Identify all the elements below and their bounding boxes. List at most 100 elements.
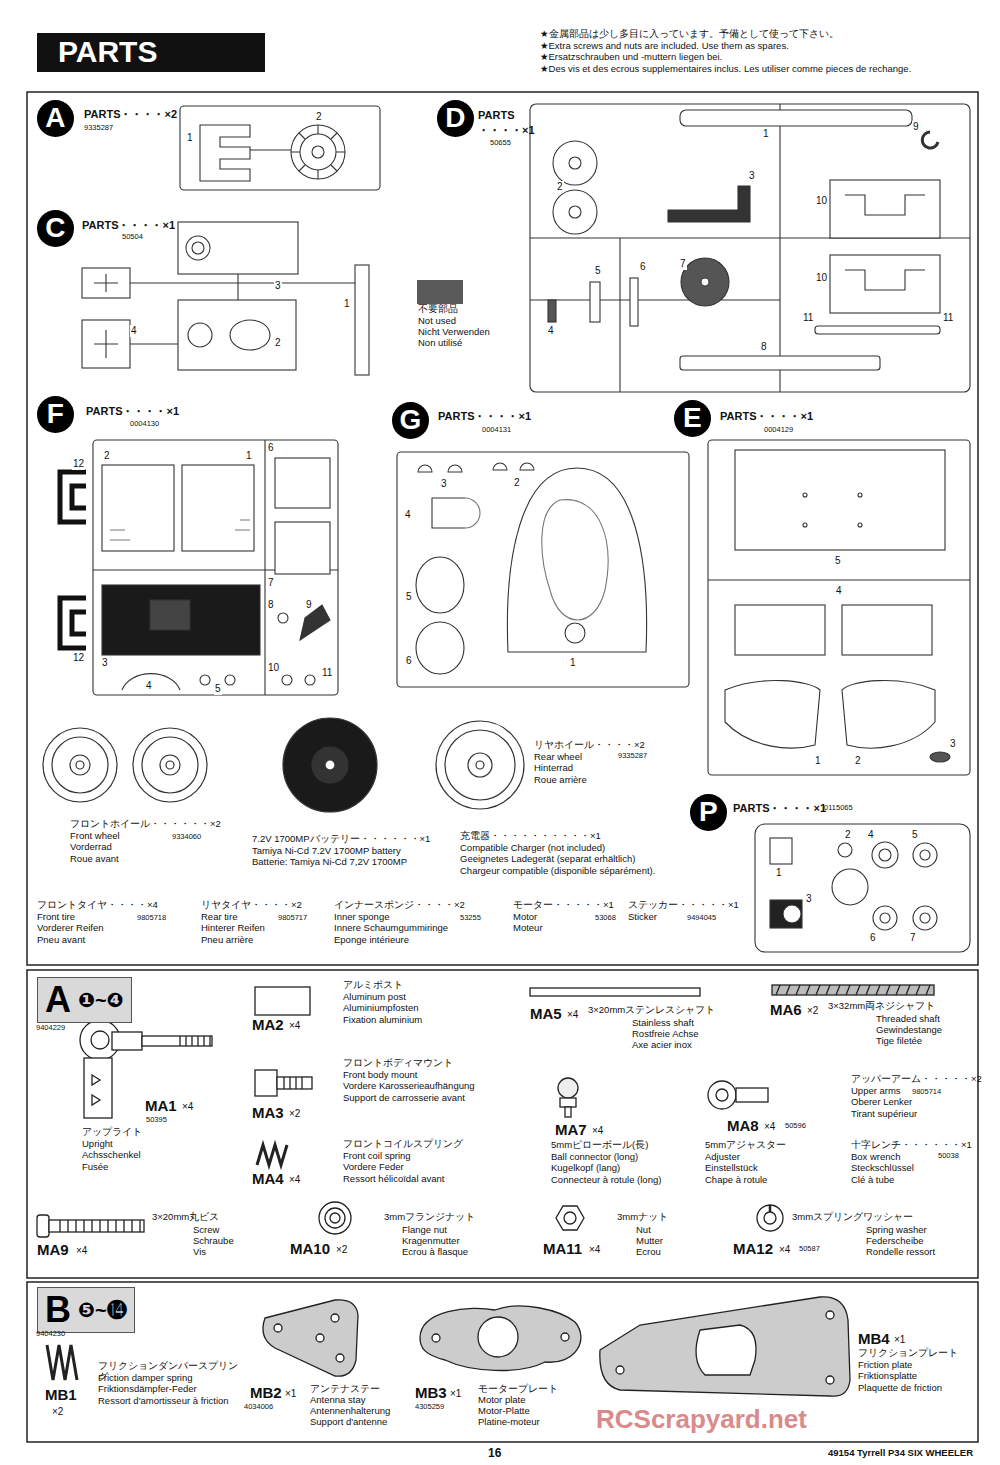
callout-number: 4 [867, 829, 875, 841]
sprue-d [530, 104, 970, 392]
sprue-f [60, 440, 338, 695]
part-name: Upper arms [851, 1086, 901, 1097]
callout-number: 10 [267, 662, 280, 674]
part-name: Friktionsdämpfer-Feder [98, 1384, 246, 1395]
part-name: 3×20mmステンレスシャフト [588, 1005, 715, 1016]
part-name: Nut [636, 1225, 651, 1236]
sprue-g [397, 452, 689, 687]
sprue-letter-circle: P [690, 794, 727, 831]
callout-number: 4 [835, 585, 843, 597]
part-name: 3mmフランジナット [384, 1212, 475, 1223]
part-name: Vorderer Reifen [37, 923, 104, 934]
sprue-letter-circle: F [37, 396, 74, 433]
part-name: Achsschenkel [82, 1150, 141, 1161]
callout-number: 3 [949, 738, 957, 750]
callout-number: 4 [130, 325, 138, 337]
part-name: Spring washer [866, 1225, 927, 1236]
part-name: 十字レンチ・・・・・・×1 [851, 1140, 972, 1151]
callout-number: 2 [315, 111, 323, 123]
sprue-e [708, 440, 970, 775]
part-name: Chape à rotule [705, 1175, 767, 1186]
bag-letter: D [445, 103, 465, 134]
part-code: 0115065 [824, 804, 853, 813]
callout-number: 11 [942, 312, 954, 324]
part-name: アップライト [82, 1127, 142, 1138]
part-name: Stainless shaft [632, 1018, 694, 1029]
watermark: RCScrapyard.net [596, 1405, 807, 1435]
part-code: 4305259 [415, 1403, 444, 1412]
panel-frame [27, 92, 978, 1442]
part-name: リヤタイヤ・・・・×2 [201, 900, 302, 911]
part-id: MA7 [555, 1121, 587, 1138]
step-range: ❺~⓮ [78, 1299, 127, 1321]
part-id: MA2 [252, 1016, 284, 1033]
quantity: ×4 [592, 1125, 603, 1137]
part-name: Eponge intérieure [334, 935, 409, 946]
part-name: Oberer Lenker [851, 1097, 912, 1108]
part-name: Rear tire [201, 912, 237, 923]
part-name: Ecrou à flasque [402, 1247, 468, 1258]
callout-number: 1 [343, 298, 351, 310]
part-id: MA9 [37, 1241, 69, 1258]
part-name: フロントホイール・・・・・・×2 [70, 819, 221, 830]
parts-heading: PARTS・・・・×1 [438, 410, 531, 423]
legend-swatch [417, 280, 463, 304]
part-name: Inner sponge [334, 912, 389, 923]
part-name: Vordere Karosserieaufhängung [343, 1081, 475, 1092]
callout-number: 2 [844, 829, 852, 841]
callout-number: 1 [569, 657, 577, 669]
parts-heading: PARTS・・・・×2 [84, 108, 177, 121]
part-code: 50038 [938, 1152, 959, 1161]
step-range: ❶~❹ [78, 989, 124, 1011]
callout-number: 4 [404, 509, 412, 521]
part-name: Motor [513, 912, 537, 923]
part-code: 9335287 [84, 124, 113, 133]
quantity: ×2 [807, 1005, 818, 1017]
parts-heading: PARTS・・・・×1 [733, 802, 826, 815]
callout-number: 4 [145, 680, 153, 692]
callout-number: 3 [274, 280, 282, 292]
callout-number: 2 [854, 755, 862, 767]
part-name: Support de carrosserie avant [343, 1093, 465, 1104]
part-name: Flange nut [402, 1225, 447, 1236]
callout-number: 5 [834, 555, 842, 567]
part-code: 9404229 [36, 1024, 65, 1033]
part-name: Kragenmutter [402, 1236, 460, 1247]
part-name: 3×20mm丸ビス [152, 1212, 219, 1223]
callout-number: 9 [912, 121, 920, 133]
callout-number: 7 [909, 932, 917, 944]
model-name: 49154 Tyrrell P34 SIX WHEELER [828, 1448, 973, 1459]
part-name: Axe acier inox [632, 1040, 692, 1051]
part-code: 0004131 [482, 426, 511, 435]
callout-number: 6 [405, 655, 413, 667]
callout-number: 5 [911, 829, 919, 841]
note: ★Extra screws and nuts are included. Use… [540, 41, 789, 52]
sprue-letter-circle: D [437, 100, 474, 137]
part-name: Front wheel [70, 831, 120, 842]
callout-number: 1 [762, 128, 770, 140]
part-id: MB2 [250, 1384, 282, 1401]
callout-number: 5 [405, 591, 413, 603]
part-name: Hinterrad [534, 763, 573, 774]
part-name: 3mmナット [617, 1212, 668, 1223]
part-id: MA4 [252, 1170, 284, 1187]
part-name: Kugelkopf (lang) [551, 1163, 620, 1174]
part-name: Steckschlüssel [851, 1163, 914, 1174]
part-name: Antennenhalterung [310, 1406, 390, 1417]
part-name: Tamiya Ni-Cd 7.2V 1700MP battery [252, 846, 401, 857]
legend-text: 不要部品 [418, 304, 458, 315]
part-name: アッパーアーム・・・・・×2 [851, 1074, 982, 1085]
parts-heading: PARTS [478, 109, 514, 122]
part-name: Mutter [636, 1236, 663, 1247]
part-name: 充電器・・・・・・・・・・×1 [460, 831, 601, 842]
callout-number: 5 [214, 683, 222, 695]
sprue-letter-circle: C [37, 210, 74, 247]
part-name: Non utilisé [418, 338, 462, 349]
part-name: リヤホイール・・・・×2 [534, 740, 645, 751]
part-name: Ressort hélicoïdal avant [343, 1174, 444, 1185]
part-name: Front body mount [343, 1070, 417, 1081]
callout-number: 5 [594, 265, 602, 277]
callout-number: 3 [748, 170, 756, 182]
sprue-a [180, 106, 380, 190]
part-name: Adjuster [705, 1152, 740, 1163]
